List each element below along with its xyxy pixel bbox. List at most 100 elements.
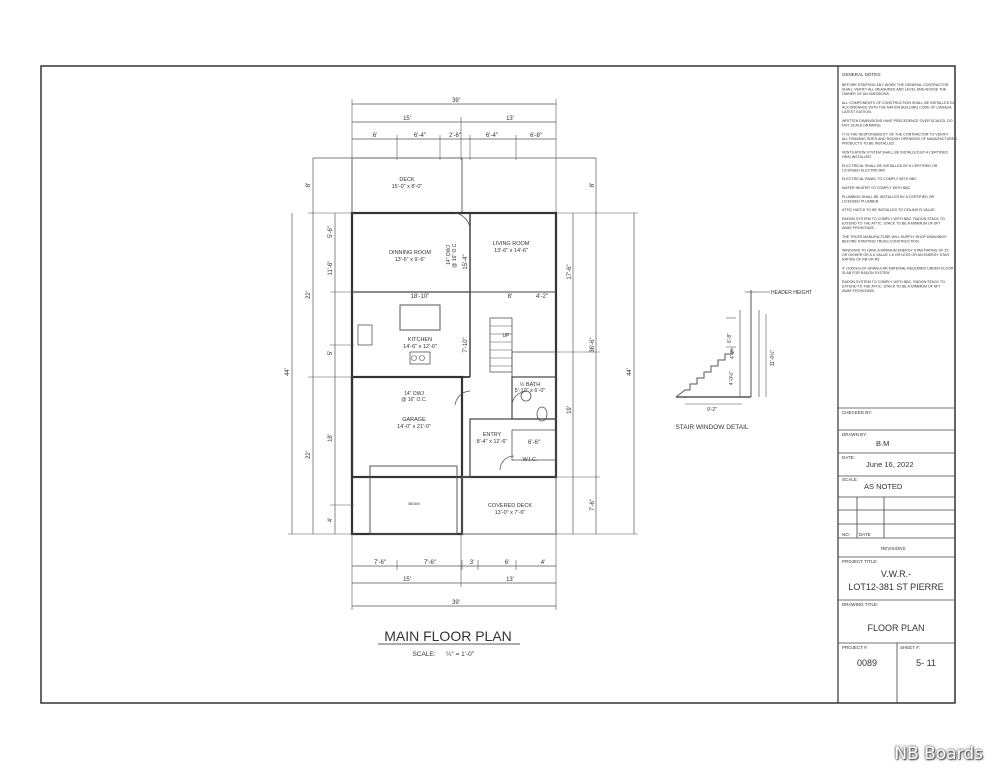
general-note: WRITTEN DIMENSIONS HAVE PRECEDENCE OVER …	[842, 119, 953, 128]
room-bath-size: 5'-10" x 6'-0"	[515, 388, 546, 394]
room-deck-name: DECK	[399, 177, 415, 183]
general-notes: BEFORE STARTING ANY WORK THE GENERAL CON…	[842, 83, 957, 293]
room-living-name: LIVING ROOM	[493, 241, 530, 247]
drawn-by-value: B.M	[876, 439, 889, 448]
watermark-logo: NB Boards	[894, 744, 983, 764]
general-note: PLUMBING SHALL BE INSTALLED BY A CERTIFI…	[842, 195, 935, 204]
dim-right-7-6: 7'-6"	[590, 499, 596, 511]
room-living-size: 13'-6" x 14'-6"	[494, 248, 528, 254]
dim-top-6: 6'	[373, 133, 377, 139]
revision-date-label: DATE	[859, 532, 871, 537]
dim-bot-7-6a: 7'-6"	[374, 560, 386, 566]
joist-garage-1: 14" OWJ	[404, 391, 424, 397]
drawn-by-label: DRAWN BY:	[842, 432, 867, 437]
room-kitchen-name: KITCHEN	[408, 337, 432, 343]
stair-dim-4-0: 4'-0½"	[728, 371, 735, 385]
joist-vertical-2: @ 16" O.C.	[452, 242, 458, 267]
dim-int-18-10: 18'-10"	[411, 294, 430, 300]
project-title-line1: V.W.R.-	[881, 569, 911, 579]
dim-right-44: 44'	[627, 368, 633, 376]
dim-int-15-4: 15'-4"	[463, 254, 469, 269]
dim-bot-7-6b: 7'-6"	[424, 560, 436, 566]
joist-vertical-1: 14" OWJ	[446, 245, 452, 265]
scale-value: AS NOTED	[864, 482, 903, 491]
dim-bot-6: 6'	[505, 560, 509, 566]
dim-bot-3: 3'	[470, 560, 474, 566]
dim-left-4: 4'	[328, 518, 334, 522]
stair-dim-9-2: 9'-2"	[707, 407, 717, 413]
stair-window-detail	[675, 290, 770, 405]
general-note: VENTILATION SYSTEM SHALL BE INSTALLED BY…	[842, 150, 948, 159]
general-note: ELECTRICAL SHALL BE INSTALLED BY A CERTI…	[842, 164, 938, 173]
dim-top-2-6: 2'-6"	[449, 133, 461, 139]
room-entry-name: ENTRY	[483, 432, 502, 438]
room-deck-size: 15'-0" x 8'-0"	[392, 184, 423, 190]
dim-int-7-10: 7'-10"	[463, 337, 469, 352]
dim-left-5-6: 5'-6"	[328, 226, 334, 238]
dim-right-17-6: 17'-6"	[567, 264, 573, 279]
room-labels: DECK 15'-0" x 8'-0" DINNING ROOM 13'-6" …	[389, 177, 545, 516]
dimension-labels: 39' 15' 13' 6' 6'-4" 2'-6" 6'-4" 6'-8" 7…	[285, 98, 633, 606]
general-note: ATTIC HATCH TO BE INSTALLED TO CEILING R…	[842, 208, 936, 212]
drawing-title-label: DRAWING TITLE:	[842, 602, 878, 607]
room-entry-size: 8'-4" x 12'-6"	[477, 439, 508, 445]
date-label: DATE:	[842, 455, 855, 460]
joist-garage-2: @ 16" O.C.	[401, 397, 426, 403]
dim-top-6-4b: 6'-4"	[486, 133, 498, 139]
dim-right-36-6: 36'-6"	[590, 337, 596, 352]
beam-label: BEAM	[408, 501, 419, 506]
dim-left-18: 18'	[328, 434, 334, 442]
dim-bot-overall: 39'	[452, 600, 460, 606]
plan-scale-label: SCALE:	[412, 651, 435, 658]
dim-left-11-6: 11'-6"	[328, 261, 334, 276]
general-note: WINDOWS TO HAVE A MINIMUM ENERGY STAR RA…	[842, 248, 949, 261]
dim-overall-width: 39'	[452, 98, 460, 104]
stair-detail-labels: HEADER HEIGHT 6'-8" 4'-2" 11'-0½" 4'-0½"…	[707, 290, 812, 413]
dim-top-15: 15'	[403, 116, 411, 122]
general-note: IT IS THE RESPONSIBILITY OF THE CONTRACT…	[842, 132, 957, 145]
dim-bot-15: 15'	[403, 577, 411, 583]
dim-int-8: 8'	[508, 294, 512, 300]
room-dining-name: DINNING ROOM	[389, 250, 431, 256]
dim-int-4-2: 4'-2"	[536, 294, 548, 300]
sheet-border	[40, 65, 956, 704]
floor-plan	[288, 99, 638, 610]
dim-bot-4: 4'	[541, 560, 545, 566]
revision-no-label: NO.	[842, 532, 850, 537]
room-covered-deck-size: 13'-0" x 7'-6"	[495, 510, 526, 516]
dim-left-22b: 22'	[306, 451, 312, 459]
room-garage-name: GARAGE	[402, 417, 426, 423]
dim-left-5: 5'	[328, 351, 334, 355]
general-note: THE TRUSS MANUFACTURE WILL SUPPLY SHOP D…	[842, 235, 947, 244]
stair-dim-11: 11'-0½"	[769, 350, 776, 367]
plan-scale-value: ¼" = 1'-0"	[446, 651, 475, 658]
drawing-title-value: FLOOR PLAN	[867, 623, 924, 633]
stair-up-label: UP	[503, 333, 511, 339]
dim-right-8: 8'	[590, 183, 596, 187]
title-block: GENERAL NOTES: BEFORE STARTING ANY WORK …	[838, 72, 957, 703]
project-title-line2: LOT12-381 ST PIERRE	[848, 582, 943, 592]
room-dining-size: 13'-6" x 9'-6"	[395, 257, 426, 263]
dim-right-19: 19'	[567, 406, 573, 414]
room-wic-name: W.I.C.	[523, 457, 538, 463]
dim-left-22a: 22'	[306, 291, 312, 299]
stair-dim-4-2: 4'-2"	[730, 349, 736, 359]
sheet-no-label: SHEET #:	[900, 645, 920, 650]
general-note: WATER HEATER TO COMPLY WITH NBC	[842, 186, 911, 190]
dim-top-13: 13'	[506, 116, 514, 122]
plan-title: MAIN FLOOR PLAN	[384, 628, 512, 644]
dim-left-8: 8'	[306, 183, 312, 187]
stair-dim-6-8: 6'-8"	[727, 333, 733, 343]
stair-detail-title: STAIR WINDOW DETAIL	[675, 424, 748, 431]
dim-int-6-6: 6'-6"	[528, 440, 540, 446]
room-covered-deck-name: COVERED DECK	[488, 503, 532, 509]
dim-top-6-8: 6'-8"	[530, 133, 542, 139]
header-height-label: HEADER HEIGHT	[771, 290, 812, 296]
project-no-value: 0089	[857, 658, 877, 668]
scale-label: SCALE:	[842, 477, 858, 482]
general-note: ELECTRICAL PANEL TO COMPLY WITH NBC	[842, 177, 917, 181]
dim-top-6-4a: 6'-4"	[414, 133, 426, 139]
project-no-label: PROJECT #:	[842, 645, 868, 650]
revisions-label: REVISIONS	[881, 546, 906, 551]
